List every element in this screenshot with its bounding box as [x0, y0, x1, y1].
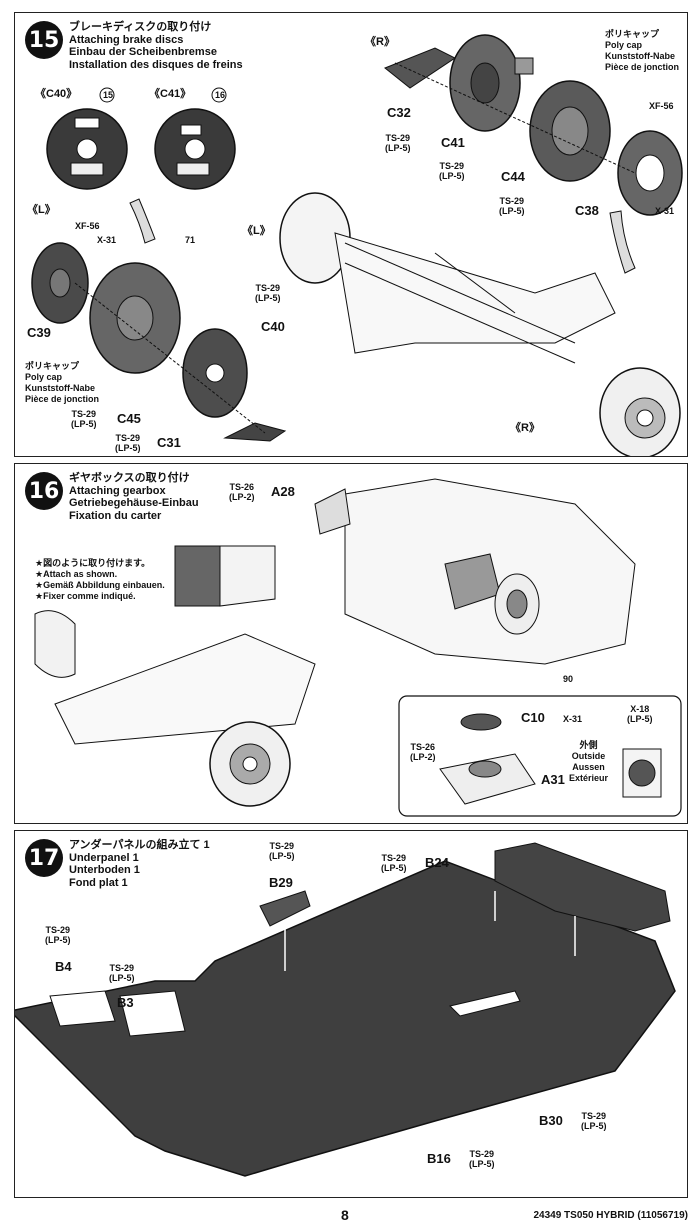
b29-paint: TS-29(LP-5) [269, 841, 295, 861]
step-number: 17 [25, 839, 63, 877]
c41-variant-label: 《C41》 [149, 88, 192, 100]
x31-paint-left: X-31 [97, 235, 117, 245]
step-title: ギヤボックスの取り付け Attaching gearbox Getriebege… [69, 472, 199, 522]
underpanel-drawing [15, 842, 676, 1177]
title-de: Einbau der Scheibenbremse [69, 46, 217, 58]
c40-disc-drawing [46, 87, 128, 190]
a31-paint: TS-26(LP-2) [410, 742, 436, 762]
polycap-note-right: ポリキャップ Poly cap Kunststoff-Nabe Pièce de… [605, 29, 680, 72]
x18-paint: X-18(LP-5) [627, 704, 653, 724]
c40-paint: TS-29(LP-5) [255, 283, 281, 303]
part-c31: C31 [157, 435, 181, 450]
title-en: Underpanel 1 [69, 851, 139, 864]
step-16-illustration [34, 478, 682, 817]
polycap-note-left: ポリキャップ Poly cap Kunststoff-Nabe Pièce de… [25, 361, 100, 404]
title-de: Unterboden 1 [69, 864, 140, 876]
title-jp: アンダーパネルの組み立て 1 [69, 839, 210, 851]
rear-suspension-drawing [279, 192, 681, 456]
title-fr: Fixation du carter [69, 509, 162, 522]
step-16-panel: 16 ギヤボックスの取り付け Attaching gearbox Getrieb… [14, 463, 688, 824]
attach-note: ★図のように取り付けます。 ★Attach as shown. ★Gemäß A… [35, 558, 165, 601]
title-jp: ギヤボックスの取り付け [69, 472, 190, 484]
step-17-illustration [15, 842, 676, 1177]
part-b16: B16 [427, 1151, 451, 1166]
title-jp: ブレーキディスクの取り付け [69, 21, 212, 33]
title-en: Attaching gearbox [69, 484, 166, 497]
left-wheel-assembly [31, 198, 287, 442]
step-number: 16 [25, 472, 63, 510]
part-a31: A31 [541, 772, 565, 787]
title-fr: Installation des disques de freins [69, 58, 243, 71]
part-c44: C44 [501, 169, 525, 184]
c32-paint: TS-29(LP-5) [385, 133, 411, 153]
part-c10: C10 [521, 710, 545, 725]
c40-marker: 15 [103, 90, 114, 100]
right-wheel-assembly [384, 34, 683, 274]
b16-paint: TS-29(LP-5) [469, 1149, 495, 1169]
c10-paint: X-31 [563, 714, 583, 724]
c31-paint: TS-29(LP-5) [115, 433, 141, 453]
left-side-label: 《L》 [27, 204, 56, 216]
page-number: 8 [341, 1207, 349, 1223]
c40-variant-label: 《C40》 [35, 88, 78, 100]
right-side-label: 《R》 [365, 36, 395, 48]
marker-71: 71 [185, 235, 196, 245]
right-side-label-2: 《R》 [510, 422, 540, 434]
b30-paint: TS-29(LP-5) [581, 1111, 607, 1131]
step-title: ブレーキディスクの取り付け Attaching brake discs Einb… [69, 21, 243, 71]
step-17-panel: 17 アンダーパネルの組み立て 1 Underpanel 1 Unterbode… [14, 830, 688, 1198]
a28-paint: TS-26(LP-2) [229, 482, 255, 502]
c41-disc-drawing [154, 87, 236, 190]
part-b4: B4 [55, 959, 72, 974]
car-rear-drawing [34, 545, 316, 807]
xf56-paint-right: XF-56 [649, 101, 674, 111]
xf56-paint-left: XF-56 [75, 221, 100, 231]
part-b24: B24 [425, 855, 449, 870]
product-code: 24349 TS050 HYBRID (11056719) [533, 1210, 688, 1221]
left-side-label-2: 《L》 [242, 225, 271, 237]
title-de: Getriebegehäuse-Einbau [69, 497, 199, 509]
step-title: アンダーパネルの組み立て 1 Underpanel 1 Unterboden 1… [69, 839, 210, 889]
c41-paint: TS-29(LP-5) [439, 161, 465, 181]
part-b3: B3 [117, 995, 134, 1010]
part-c39: C39 [27, 325, 51, 340]
part-c38: C38 [575, 203, 599, 218]
gearbox-drawing [314, 478, 636, 665]
b3-paint: TS-29(LP-5) [109, 963, 135, 983]
c41-marker: 16 [215, 90, 226, 100]
part-b29: B29 [269, 875, 293, 890]
title-fr: Fond plat 1 [69, 876, 128, 889]
part-a28: A28 [271, 484, 295, 499]
marker-90: 90 [563, 674, 574, 684]
step-15-panel: 15 ブレーキディスクの取り付け Attaching brake discs E… [14, 12, 688, 457]
part-c41: C41 [441, 135, 465, 150]
step-15-illustration [31, 34, 683, 456]
part-c45: C45 [117, 411, 141, 426]
title-en: Attaching brake discs [69, 33, 184, 46]
c45-paint: TS-29(LP-5) [71, 409, 97, 429]
x31-paint-right: X-31 [655, 206, 675, 216]
part-c32: C32 [387, 105, 411, 120]
part-c40: C40 [261, 319, 285, 334]
inset-parts-drawing [439, 713, 662, 805]
step-number: 15 [25, 21, 63, 59]
c44-paint: TS-29(LP-5) [499, 196, 525, 216]
b4-paint: TS-29(LP-5) [45, 925, 71, 945]
b24-paint: TS-29(LP-5) [381, 853, 407, 873]
part-b30: B30 [539, 1113, 563, 1128]
outside-note: 外側 Outside Aussen Extérieur [569, 740, 609, 783]
